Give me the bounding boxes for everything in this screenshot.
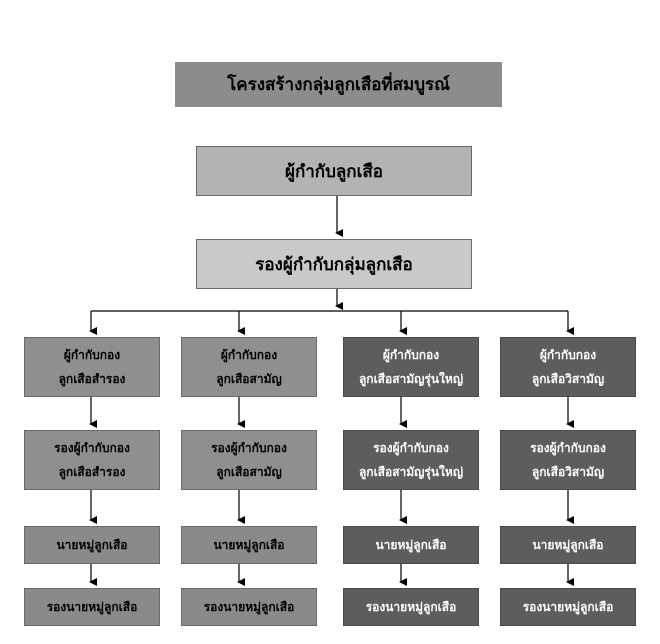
node-col1-troop-leader: ผู้กำกับกอง ลูกเสือสามัญ	[181, 337, 317, 397]
node-col0-patrol-leader: นายหมู่ลูกเสือ	[24, 526, 160, 564]
node-col0-patrol-leader-label: นายหมู่ลูกเสือ	[56, 538, 128, 552]
node-deputy-group-commander-label: รองผู้กำกับกลุ่มลูกเสือ	[255, 254, 413, 275]
node-col2-patrol-leader: นายหมู่ลูกเสือ	[343, 526, 479, 564]
node-scout-commander-label: ผู้กำกับลูกเสือ	[285, 161, 383, 182]
node-col0-troop-leader: ผู้กำกับกอง ลูกเสือสำรอง	[24, 337, 160, 397]
node-col3-patrol-leader: นายหมู่ลูกเสือ	[500, 526, 636, 564]
node-col0-deputy-troop-leader-line2: ลูกเสือสำรอง	[58, 465, 126, 479]
node-col3-troop-leader-line1: ผู้กำกับกอง	[539, 348, 597, 362]
node-col3-assistant-patrol-leader-label: รองนายหมู่ลูกเสือ	[522, 600, 614, 614]
node-col3-patrol-leader-label: นายหมู่ลูกเสือ	[532, 538, 604, 552]
node-deputy-group-commander: รองผู้กำกับกลุ่มลูกเสือ	[196, 239, 472, 289]
diagram-title-text: โครงสร้างกลุ่มลูกเสือที่สมบูรณ์	[227, 75, 450, 95]
node-col3-deputy-troop-leader: รองผู้กำกับกอง ลูกเสือวิสามัญ	[500, 430, 636, 490]
node-col1-patrol-leader: นายหมู่ลูกเสือ	[181, 526, 317, 564]
node-col0-deputy-troop-leader: รองผู้กำกับกอง ลูกเสือสำรอง	[24, 430, 160, 490]
node-col3-deputy-troop-leader-line2: ลูกเสือวิสามัญ	[531, 465, 605, 479]
node-col1-troop-leader-line2: ลูกเสือสามัญ	[216, 372, 282, 386]
node-col2-troop-leader-line1: ผู้กำกับกอง	[382, 348, 440, 362]
node-col1-patrol-leader-label: นายหมู่ลูกเสือ	[213, 538, 285, 552]
node-col1-assistant-patrol-leader: รองนายหมู่ลูกเสือ	[181, 588, 317, 626]
node-col2-deputy-troop-leader: รองผู้กำกับกอง ลูกเสือสามัญรุ่นใหญ่	[343, 430, 479, 490]
node-col2-deputy-troop-leader-line2: ลูกเสือสามัญรุ่นใหญ่	[358, 465, 464, 479]
node-col1-troop-leader-line1: ผู้กำกับกอง	[220, 348, 278, 362]
node-col2-assistant-patrol-leader-label: รองนายหมู่ลูกเสือ	[365, 600, 457, 614]
node-col0-assistant-patrol-leader: รองนายหมู่ลูกเสือ	[24, 588, 160, 626]
node-col1-deputy-troop-leader-line2: ลูกเสือสามัญ	[216, 465, 282, 479]
node-col1-deputy-troop-leader: รองผู้กำกับกอง ลูกเสือสามัญ	[181, 430, 317, 490]
node-col3-deputy-troop-leader-line1: รองผู้กำกับกอง	[530, 441, 606, 455]
node-col1-assistant-patrol-leader-label: รองนายหมู่ลูกเสือ	[203, 600, 295, 614]
node-col1-deputy-troop-leader-line1: รองผู้กำกับกอง	[211, 441, 287, 455]
node-col2-deputy-troop-leader-line1: รองผู้กำกับกอง	[373, 441, 449, 455]
diagram-title: โครงสร้างกลุ่มลูกเสือที่สมบูรณ์	[175, 62, 502, 107]
node-scout-commander: ผู้กำกับลูกเสือ	[196, 146, 472, 196]
node-col2-troop-leader: ผู้กำกับกอง ลูกเสือสามัญรุ่นใหญ่	[343, 337, 479, 397]
node-col0-assistant-patrol-leader-label: รองนายหมู่ลูกเสือ	[46, 600, 138, 614]
node-col0-troop-leader-line2: ลูกเสือสำรอง	[58, 372, 126, 386]
node-col2-patrol-leader-label: นายหมู่ลูกเสือ	[375, 538, 447, 552]
node-col2-troop-leader-line2: ลูกเสือสามัญรุ่นใหญ่	[358, 372, 464, 386]
node-col2-assistant-patrol-leader: รองนายหมู่ลูกเสือ	[343, 588, 479, 626]
node-col3-troop-leader: ผู้กำกับกอง ลูกเสือวิสามัญ	[500, 337, 636, 397]
node-col3-troop-leader-line2: ลูกเสือวิสามัญ	[531, 372, 605, 386]
node-col0-troop-leader-line1: ผู้กำกับกอง	[63, 348, 121, 362]
node-col0-deputy-troop-leader-line1: รองผู้กำกับกอง	[54, 441, 130, 455]
node-col3-assistant-patrol-leader: รองนายหมู่ลูกเสือ	[500, 588, 636, 626]
